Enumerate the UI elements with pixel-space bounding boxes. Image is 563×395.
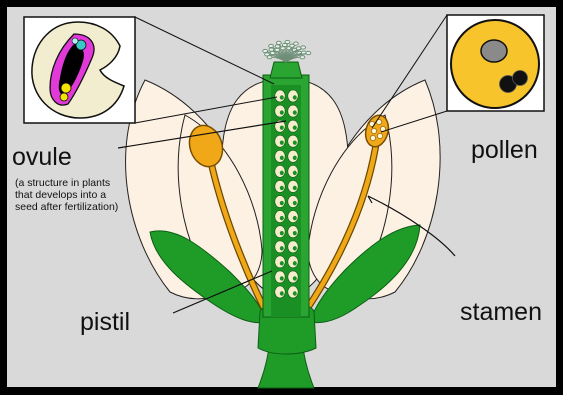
ovule-notch (280, 261, 284, 265)
ovule-dot (288, 150, 298, 162)
stigma-lobe (270, 51, 275, 54)
ovule-dot (275, 211, 285, 223)
ovule-notch (280, 95, 284, 99)
stigma-lobe (285, 40, 290, 43)
ovule-notch (280, 231, 284, 235)
ovule-dot (275, 196, 285, 208)
antipodal-cell (61, 83, 71, 93)
ovule-notch (293, 216, 297, 220)
stigma-lobe (265, 53, 270, 56)
ovule-label: ovule (12, 143, 72, 171)
ovule-inset (24, 17, 135, 123)
stigma-lobe (263, 49, 268, 52)
ovule-dot (275, 241, 285, 253)
stigma-lobe (275, 45, 280, 48)
ovule-dot (288, 165, 298, 177)
stigma-lobe (300, 56, 305, 59)
ovule-dot (288, 271, 298, 283)
ovule-notch (280, 276, 284, 280)
ovule-dot (288, 120, 298, 132)
ovule-dot (275, 105, 285, 117)
ovule-notch (280, 201, 284, 205)
ovule-dot (288, 180, 298, 192)
ovule-notch (280, 156, 284, 160)
pollen-label: pollen (471, 136, 538, 164)
ovule-dot (275, 271, 285, 283)
stigma-lobe (294, 42, 299, 45)
ovule-notch (293, 95, 297, 99)
ovule-notch (293, 125, 297, 129)
ovule-dot (288, 226, 298, 238)
ovule-dot (288, 241, 298, 253)
synergid-cell (72, 38, 78, 44)
ovule-notch (293, 231, 297, 235)
ovule-notch (280, 246, 284, 250)
ovule-dot (275, 286, 285, 298)
ovule-notch (293, 171, 297, 175)
sperm-cell-2 (513, 71, 528, 86)
pollen-inset (447, 15, 544, 111)
ovule-dot (288, 90, 298, 102)
stigma-lobe (301, 46, 306, 49)
pollen-grain (451, 20, 539, 108)
ovule-dot (275, 150, 285, 162)
style (270, 62, 302, 78)
ovule-notch (293, 291, 297, 295)
ovule-notch (293, 261, 297, 265)
ovule-notch (280, 141, 284, 145)
stigma-lobe (269, 44, 274, 47)
ovule-notch (280, 216, 284, 220)
ovule-notch (293, 141, 297, 145)
stigma-lobe (306, 51, 311, 54)
ovule-dot (288, 256, 298, 268)
ovule-dot (275, 165, 285, 177)
ovule-note-line-2: that develops into a (15, 189, 106, 201)
ovule-notch (293, 246, 297, 250)
pistil (263, 62, 309, 317)
antipodal-cell-2 (60, 93, 68, 101)
ovule-dot (288, 211, 298, 223)
ovule-dot (275, 135, 285, 147)
stigma-lobe (276, 41, 281, 44)
vegetative-nucleus (481, 40, 507, 62)
ovule-dot (288, 196, 298, 208)
ovule-dot (288, 286, 298, 298)
ovule-note-line-3: seed after fertilization) (15, 201, 118, 213)
ovule-dot (275, 90, 285, 102)
ovule-dot (275, 226, 285, 238)
ovule-notch (280, 171, 284, 175)
ovule-notch (293, 110, 297, 114)
ovule-dot (288, 135, 298, 147)
ovule-dot (288, 105, 298, 117)
ovule-notch (280, 125, 284, 129)
ovule-notch (280, 110, 284, 114)
ovule-dot (275, 180, 285, 192)
ovule-notch (293, 201, 297, 205)
ovule-notch (280, 186, 284, 190)
pistil-label: pistil (80, 308, 130, 336)
ovule-notch (280, 291, 284, 295)
ovule-notch (293, 186, 297, 190)
ovule-note-line-1: (a structure in plants (15, 177, 110, 189)
stigma-lobe (269, 48, 274, 51)
ovule-dot (275, 256, 285, 268)
stamen-label: stamen (460, 298, 542, 326)
ovule-notch (293, 156, 297, 160)
ovule-notch (293, 276, 297, 280)
